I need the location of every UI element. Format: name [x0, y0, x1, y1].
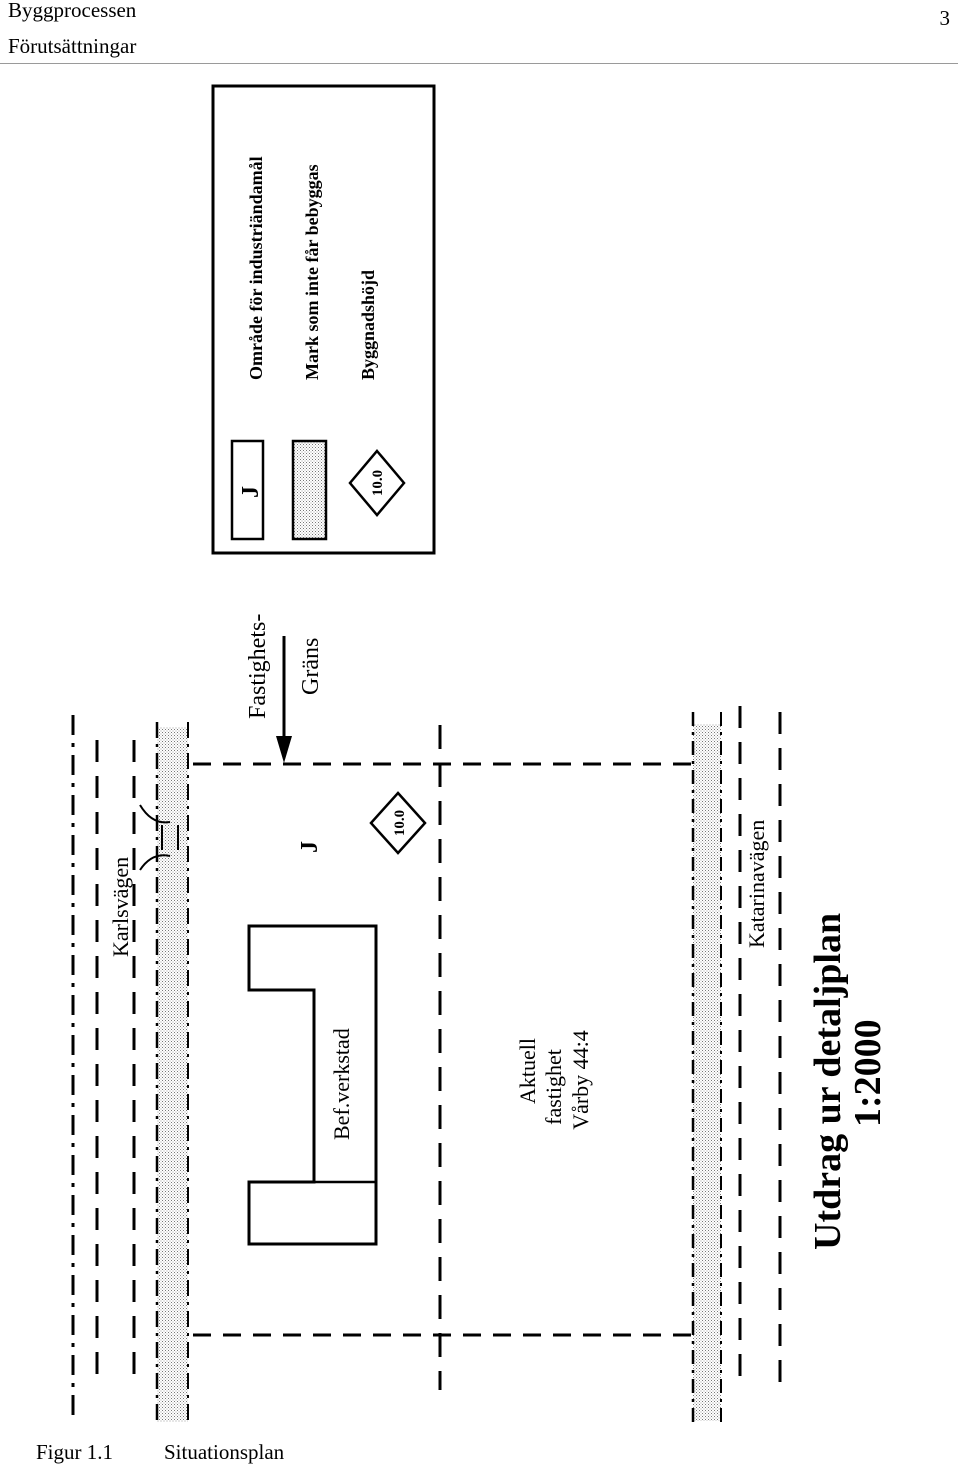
- legend-j-symbol: [230, 439, 265, 541]
- road-name-karlsvagen: Karlsvägen: [108, 857, 133, 957]
- header-rule: [0, 63, 958, 64]
- legend-label-no-build: Mark som inte får bebyggas: [302, 164, 322, 380]
- figure-number: Figur 1.1: [36, 1440, 114, 1464]
- property-label-line2: fastighet: [541, 1049, 566, 1125]
- legend-box: J 10.0 Område för industriändamål Mark s…: [211, 84, 436, 555]
- boundary-label-line1: Fastighets-: [245, 614, 271, 719]
- plan-title: Utdrag ur detaljplan: [807, 913, 849, 1250]
- plan-scale: 1:2000: [847, 1019, 889, 1127]
- document-title: Byggprocessen: [8, 0, 137, 22]
- road-name-katarinavagen: Katarinavägen: [744, 820, 769, 948]
- figure-title: Situationsplan: [164, 1440, 285, 1464]
- legend-label-height: Byggnadshöjd: [358, 270, 378, 380]
- legend-no-build-symbol: [291, 439, 328, 541]
- legend-height-value: 10.0: [370, 470, 386, 496]
- existing-building: [247, 924, 378, 1246]
- property-boundary: [193, 725, 698, 1390]
- zone-code-j: J: [297, 841, 323, 853]
- property-label-line1: Aktuell: [515, 1038, 540, 1104]
- height-diamond: [369, 791, 427, 855]
- road-lines: [71, 715, 189, 1425]
- legend-label-industrial: Område för industriändamål: [246, 156, 266, 380]
- legend-j-letter: J: [238, 486, 264, 498]
- legend-height-diamond: [348, 449, 406, 517]
- document-section: Förutsättningar: [8, 34, 137, 58]
- building-label: Bef.verkstad: [329, 1028, 354, 1140]
- height-value: 10.0: [392, 810, 408, 836]
- boundary-arrow: [276, 636, 292, 763]
- property-label-line3: Vårby 44:4: [568, 1030, 593, 1130]
- boundary-label-line2: Gräns: [298, 638, 324, 695]
- page-number: 3: [939, 6, 951, 30]
- lower-road-lines: [691, 706, 782, 1422]
